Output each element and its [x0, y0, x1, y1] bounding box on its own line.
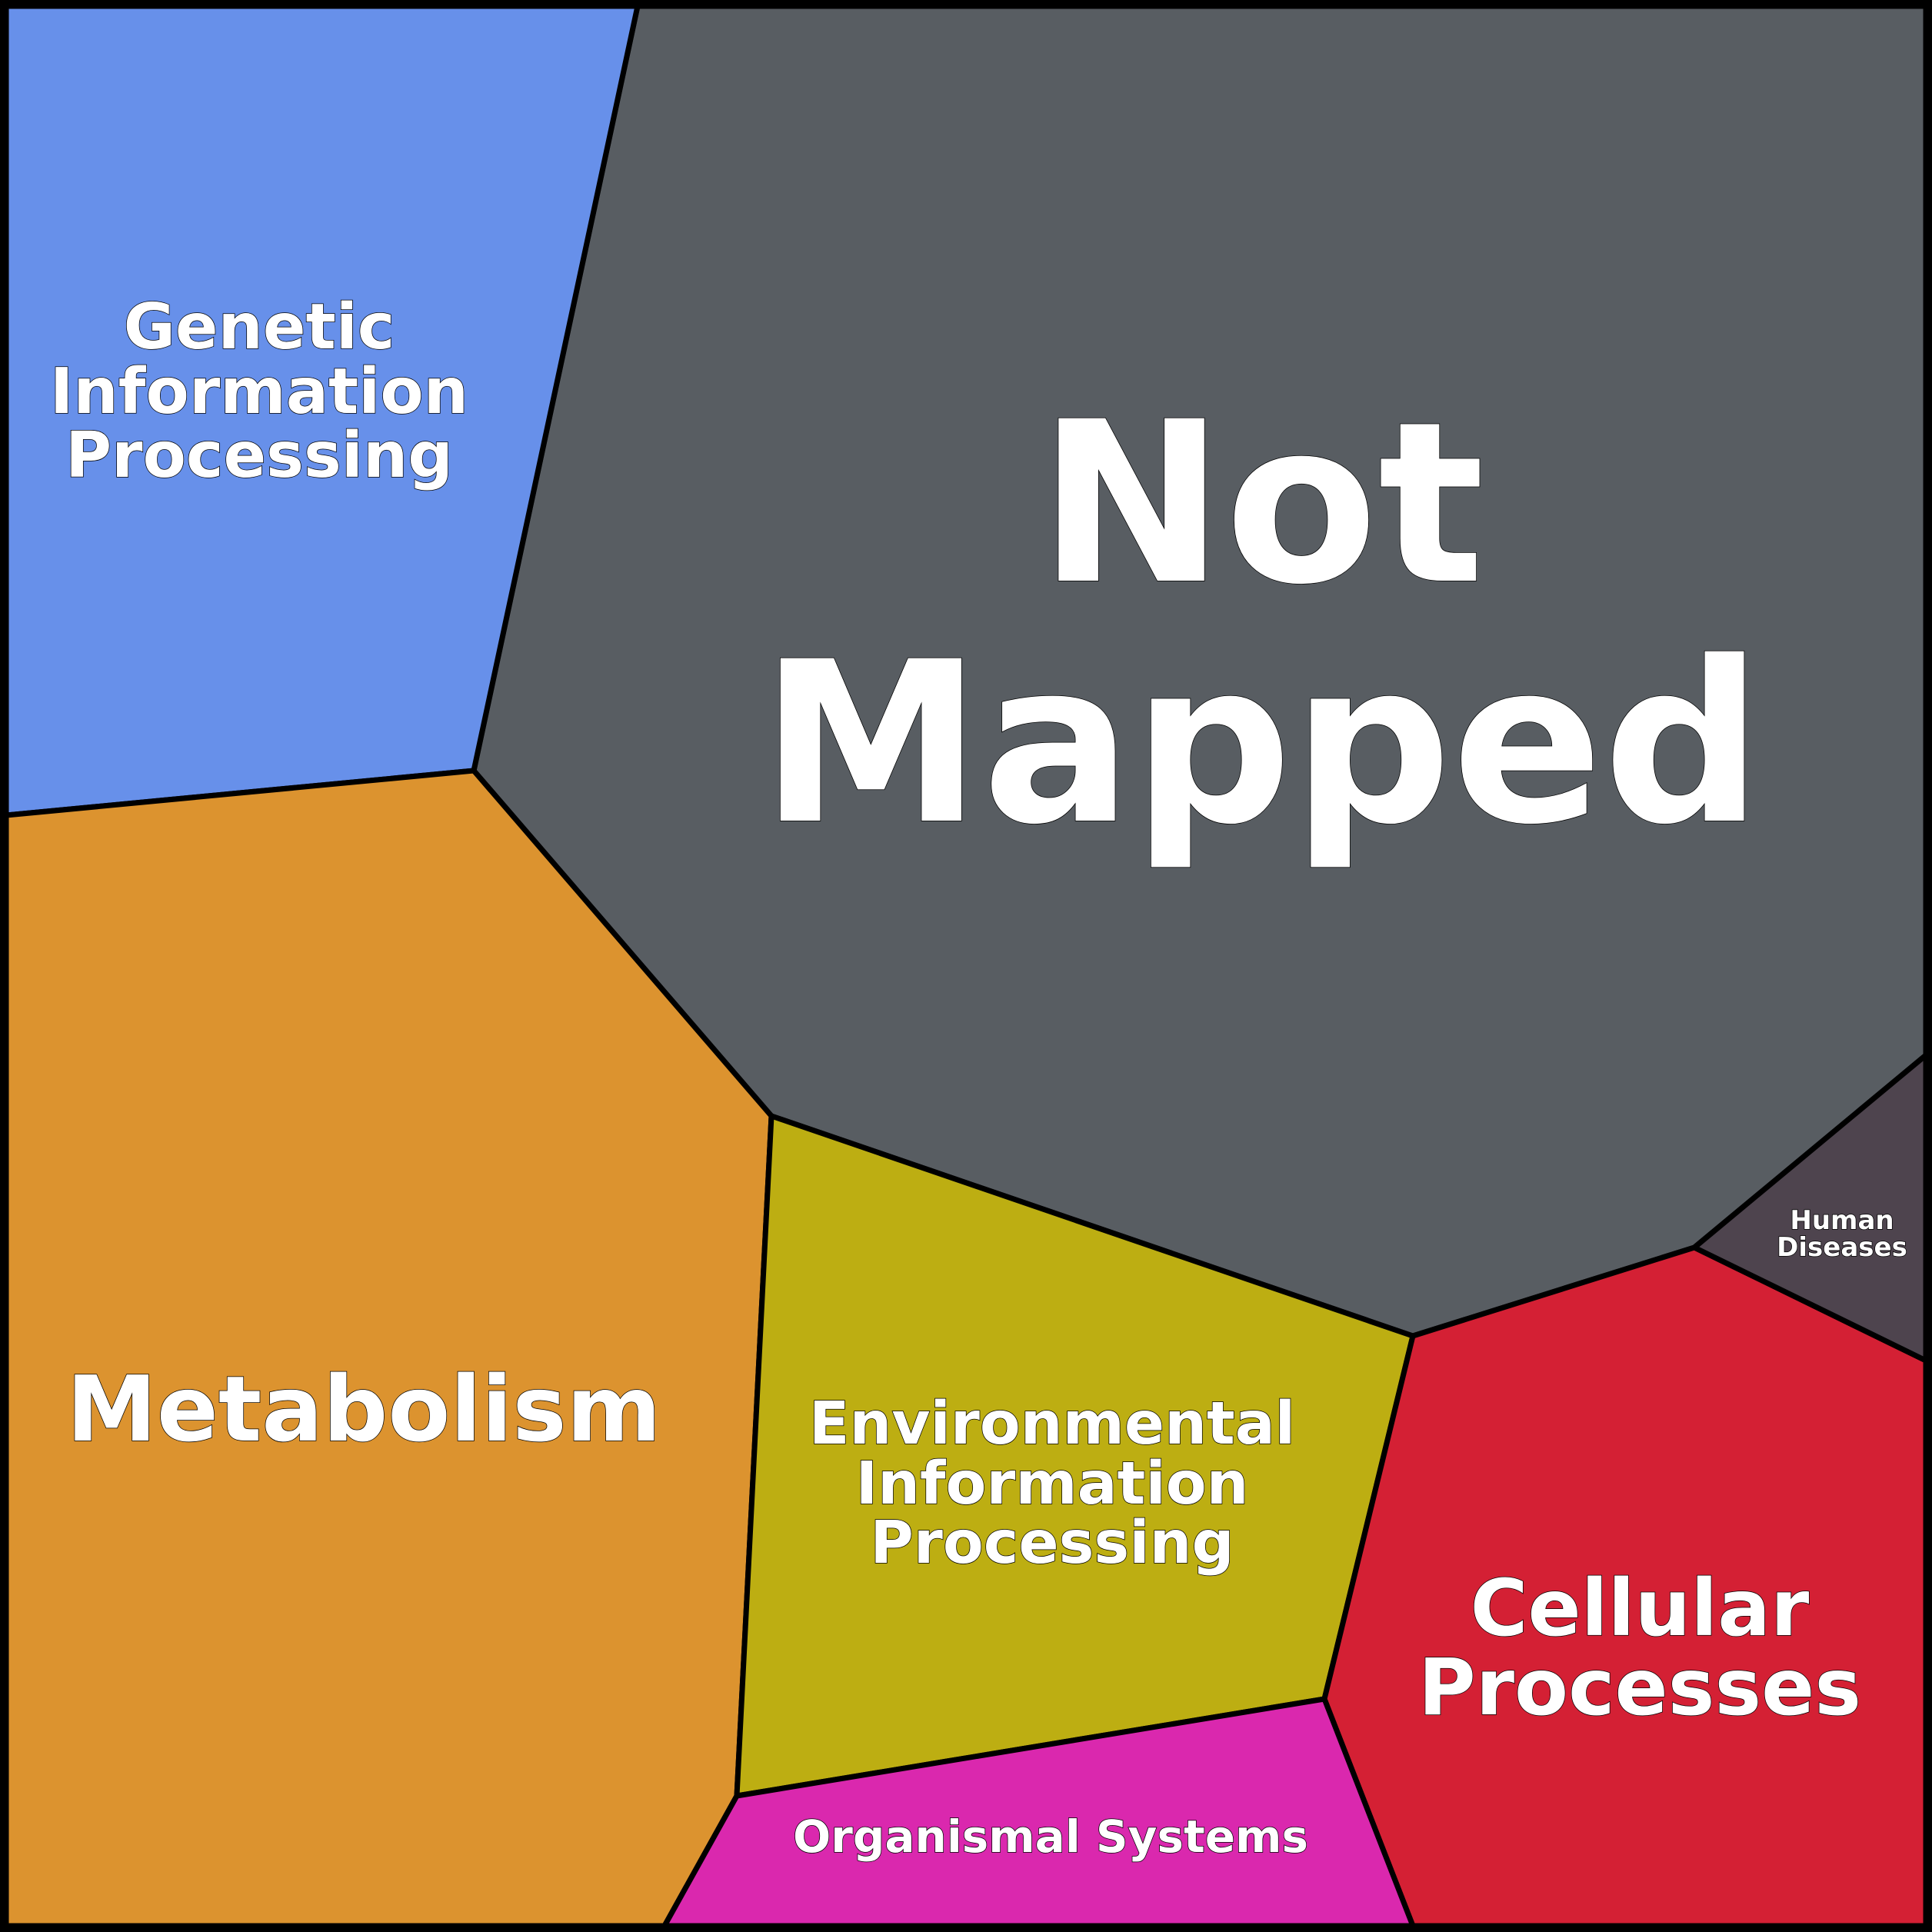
- label-line-metabolism-1: Metabolism: [66, 1356, 661, 1462]
- label-line-not-mapped-2: Mapped: [760, 615, 1763, 874]
- cells-layer: [3, 3, 1929, 1929]
- label-line-human-diseases-1: Human: [1790, 1205, 1894, 1236]
- label-metabolism: Metabolism: [66, 1356, 661, 1462]
- label-line-organismal-systems-1: Organismal Systems: [793, 1810, 1308, 1863]
- label-line-cellular-processes-2: Processes: [1418, 1642, 1861, 1734]
- label-line-environmental-information-processing-1: Environmental: [809, 1390, 1295, 1458]
- label-line-environmental-information-processing-3: Processing: [870, 1509, 1234, 1577]
- label-line-cellular-processes-1: Cellular: [1471, 1563, 1810, 1654]
- label-organismal-systems: Organismal Systems: [793, 1810, 1308, 1863]
- label-line-genetic-information-processing-2: Information: [50, 355, 468, 428]
- label-line-genetic-information-processing-3: Processing: [65, 419, 453, 492]
- label-line-human-diseases-2: Diseases: [1777, 1232, 1907, 1263]
- label-line-environmental-information-processing-2: Information: [856, 1450, 1249, 1518]
- label-line-not-mapped-1: Not: [1038, 375, 1485, 634]
- label-line-genetic-information-processing-1: Genetic: [124, 291, 395, 364]
